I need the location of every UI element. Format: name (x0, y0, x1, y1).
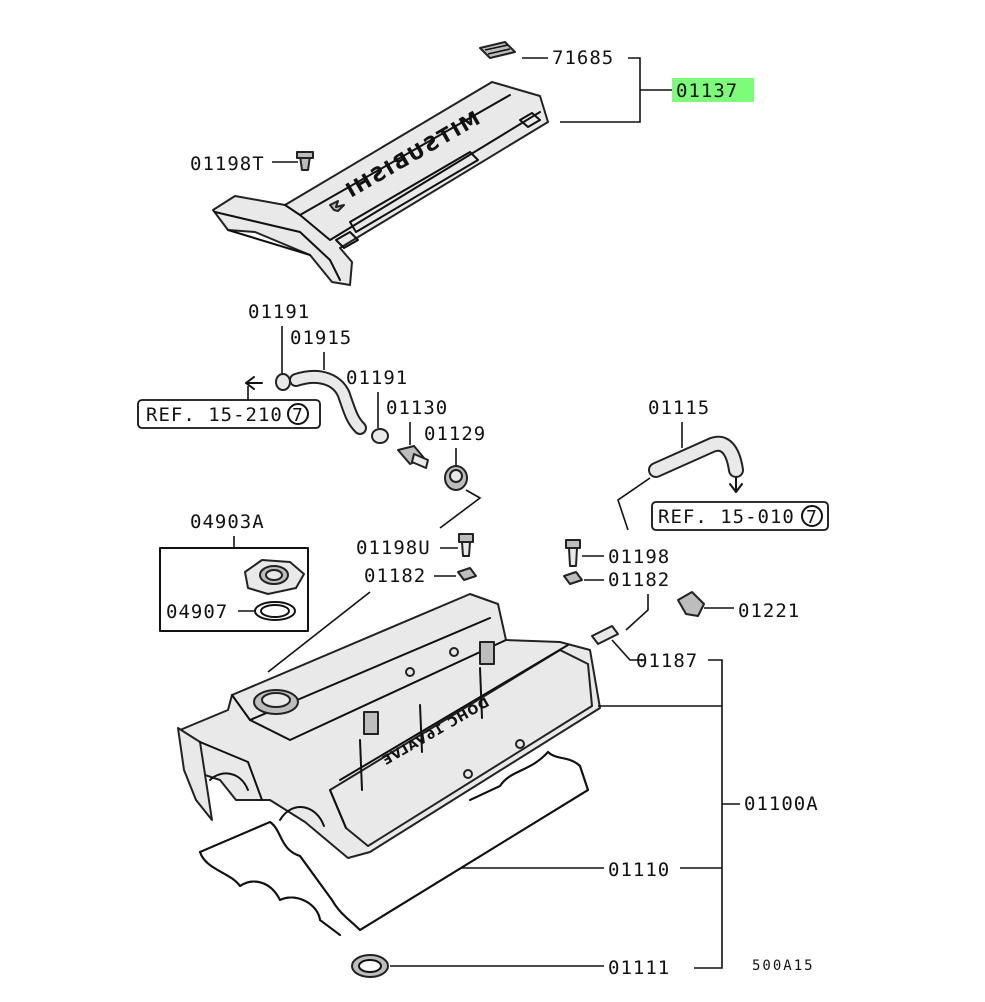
grommet-01129 (444, 465, 468, 491)
engine-top-cover: MITSUBISHI (212, 81, 549, 286)
washer-01182-a (457, 567, 477, 581)
hose-01115 (648, 435, 744, 478)
hose-01915 (289, 369, 367, 435)
label-01130: 01130 (386, 397, 448, 419)
badge-71685 (479, 41, 516, 59)
label-71685: 71685 (552, 47, 614, 69)
label-01915: 01915 (290, 327, 352, 349)
pin-01187 (591, 625, 619, 645)
label-01182-a: 01182 (364, 565, 426, 587)
label-01111: 01111 (608, 957, 670, 979)
bolt-01198U (458, 533, 474, 557)
label-01221: 01221 (738, 600, 800, 622)
oil-cap-gasket-04907 (254, 601, 296, 621)
ref-right-circle: 7 (806, 507, 817, 528)
seal-01111 (351, 954, 389, 978)
label-01191-b: 01191 (346, 367, 408, 389)
ref-left-circle: 7 (292, 405, 303, 426)
label-01198U: 01198U (356, 537, 431, 559)
bolt-01198 (565, 539, 581, 567)
label-04907: 04907 (166, 601, 228, 623)
label-01191-a: 01191 (248, 301, 310, 323)
label-01182-b: 01182 (608, 569, 670, 591)
valve-cover: DOHC 16VALVE (177, 593, 601, 859)
label-01115: 01115 (648, 397, 710, 419)
oil-filler-cap (244, 559, 305, 595)
label-01198T: 01198T (190, 153, 265, 175)
label-01187: 01187 (636, 650, 698, 672)
gasket-01110 (199, 751, 589, 936)
clamp-01191-right (371, 428, 389, 444)
highlight-01137 (672, 78, 754, 102)
oil-cap-box (159, 547, 309, 632)
arrow-down-icon (729, 477, 743, 493)
bolt-01198T (296, 151, 314, 171)
label-01137: 01137 (676, 80, 738, 102)
washer-01182-b (563, 571, 583, 585)
label-01110: 01110 (608, 859, 670, 881)
ref-box-15-010: REF. 15-010 7 (651, 501, 829, 531)
arrow-left-icon (245, 376, 263, 390)
label-04903A: 04903A (190, 511, 265, 533)
clamp-01191-left (275, 373, 291, 391)
ref-left-text: REF. 15-210 (146, 404, 283, 426)
pcv-valve-01130 (397, 445, 429, 469)
label-01198: 01198 (608, 546, 670, 568)
part-01221 (677, 591, 705, 617)
label-01129: 01129 (424, 423, 486, 445)
ref-box-15-210: REF. 15-210 7 (137, 399, 321, 429)
ref-right-text: REF. 15-010 (658, 506, 795, 528)
label-01100A: 01100A (744, 793, 819, 815)
figure-code: 500A15 (752, 958, 815, 974)
